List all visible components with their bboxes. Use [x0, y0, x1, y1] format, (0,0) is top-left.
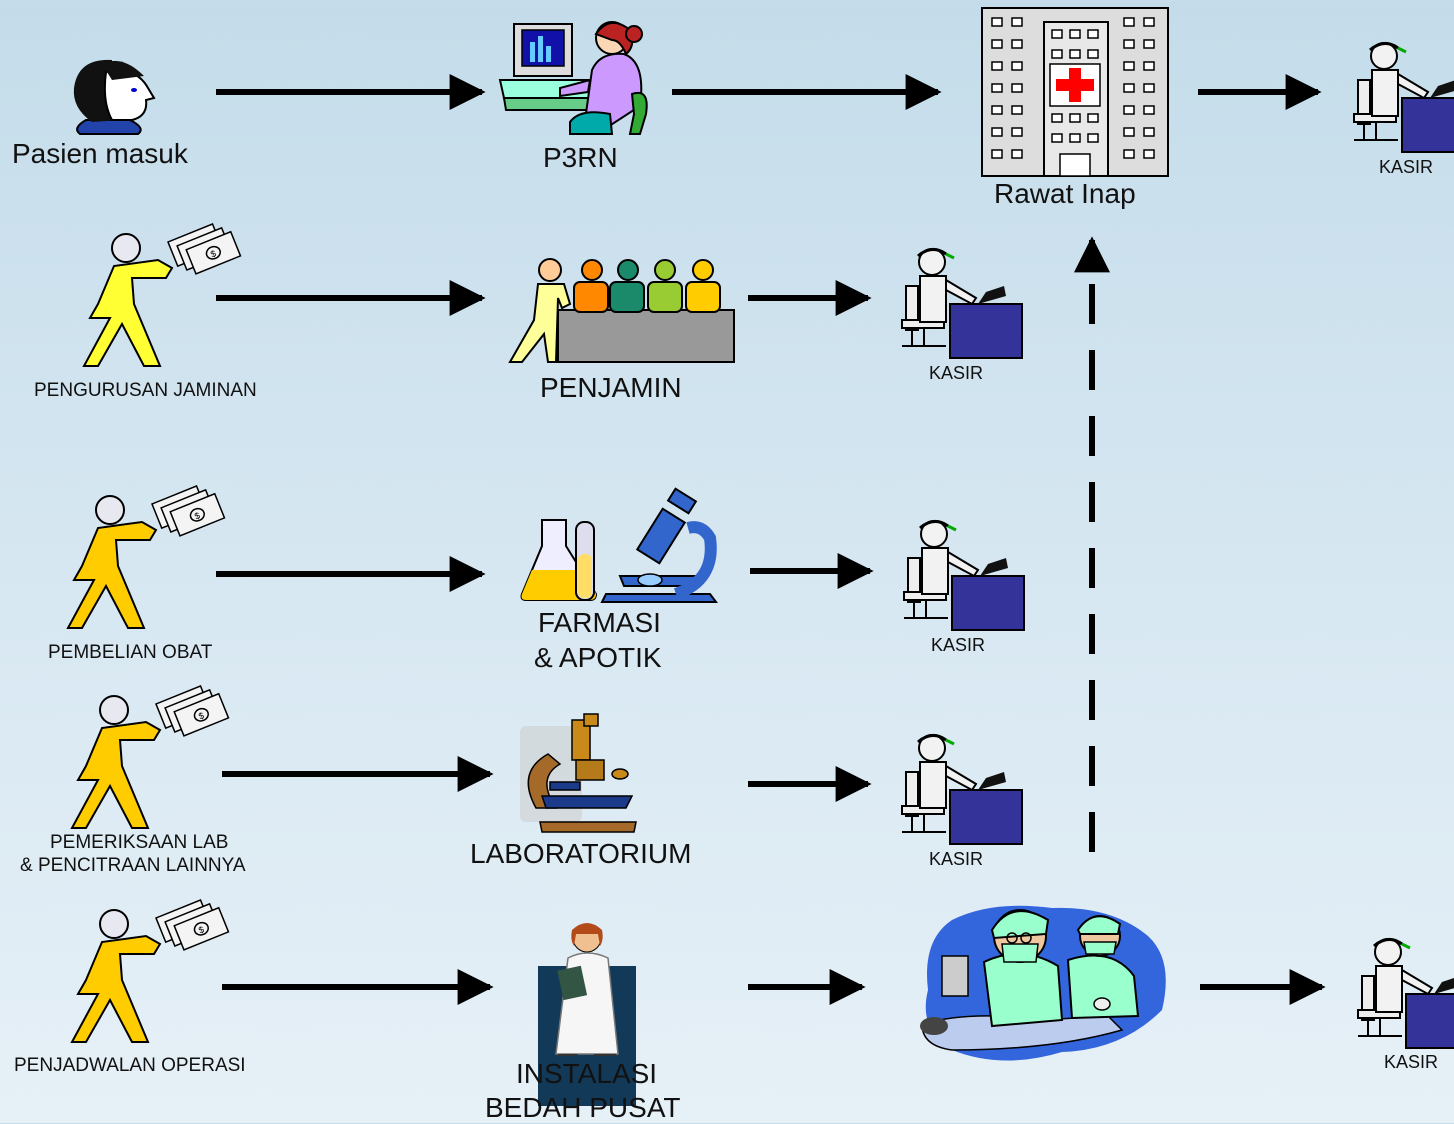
label-kasir: KASIR [1384, 1052, 1439, 1072]
cashier-icon [900, 247, 1024, 360]
label-kasir: KASIR [929, 363, 984, 383]
cashier-icon [900, 733, 1024, 846]
label-bedah-pusat: BEDAH PUSAT [485, 1092, 681, 1123]
label-pemeriksaan-lab: PEMERIKSAAN LAB [50, 832, 229, 853]
label-penjadwalan-operasi: PENJADWALAN OPERASI [14, 1055, 246, 1076]
walking-payer-icon [71, 679, 230, 829]
walking-payer-icon [71, 893, 230, 1043]
cashier-icon [902, 519, 1026, 632]
label-rawat-inap: Rawat Inap [994, 178, 1136, 209]
label-pembelian-obat: PEMBELIAN OBAT [48, 642, 213, 663]
cashier-icon [1352, 41, 1454, 154]
label-kasir: KASIR [929, 849, 984, 869]
label-p3rn: P3RN [543, 142, 618, 173]
label-pengurusan-jaminan: PENGURUSAN JAMINAN [34, 380, 257, 401]
label-kasir: KASIR [1379, 157, 1434, 177]
label-kasir: KASIR [931, 635, 986, 655]
label-farmasi: FARMASI [538, 607, 661, 638]
walking-payer-icon [83, 217, 242, 367]
hospital-building-icon [981, 7, 1169, 177]
flow-arrows [216, 74, 1326, 1005]
computer-operator-icon [498, 21, 648, 135]
label-pasien-masuk: Pasien masuk [12, 138, 188, 169]
pharmacy-flask-microscope-icon [520, 487, 718, 603]
cashier-icon [1356, 937, 1454, 1050]
walking-payer-icon [67, 479, 226, 629]
label-laboratorium: LABORATORIUM [470, 838, 692, 869]
guarantor-group-icon [508, 258, 735, 363]
doctor-icon [538, 923, 636, 1106]
label-penjamin: PENJAMIN [540, 372, 682, 403]
lab-microscope-icon [520, 713, 637, 833]
surgery-team-icon [920, 905, 1166, 1061]
label-instalasi: INSTALASI [516, 1058, 658, 1089]
label-pencitraan-lainnya: & PENCITRAAN LAINNYA [20, 855, 246, 876]
person-head-icon [73, 59, 156, 135]
label-apotik: & APOTIK [534, 642, 662, 673]
